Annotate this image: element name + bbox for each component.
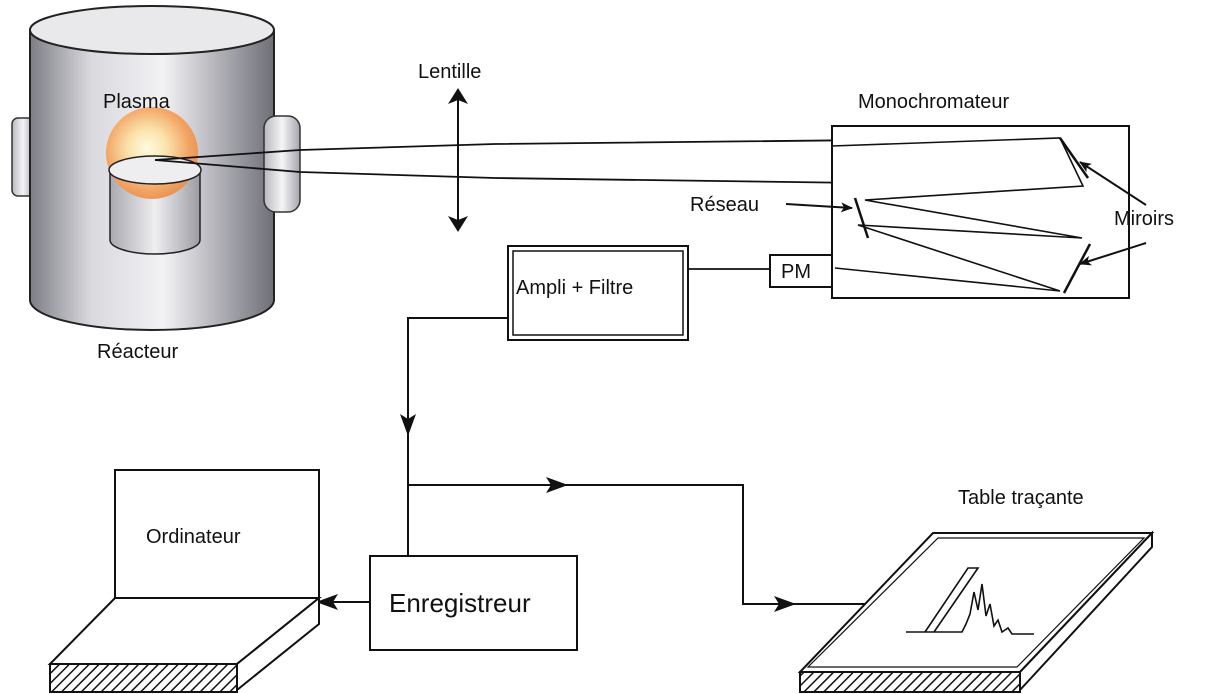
recorder-label: Enregistreur [389, 588, 531, 618]
plasma-label: Plasma [103, 91, 171, 113]
plotter-label: Table traçante [958, 487, 1084, 509]
inner-cylinder-top [108, 155, 202, 185]
amplifier-label: Ampli + Filtre [516, 277, 633, 299]
plotter-table: Table traçante [797, 487, 1155, 693]
reactor-top [29, 5, 275, 55]
computer-base-front [49, 663, 238, 693]
grating-label: Réseau [690, 194, 759, 216]
lens-label: Lentille [418, 61, 481, 83]
plotter-front [799, 671, 1021, 693]
reactor-label: Réacteur [97, 341, 178, 363]
pm-label: PM [781, 261, 811, 283]
monochromator-box [831, 125, 1130, 299]
mirrors-label: Miroirs [1114, 208, 1174, 230]
monochromator-label: Monochromateur [858, 91, 1010, 113]
lens: Lentille [418, 61, 481, 232]
monochromator: Monochromateur PM [769, 91, 1130, 299]
optical-path [154, 137, 1084, 187]
signal-lines [400, 317, 865, 612]
computer-screen [114, 469, 320, 599]
reactor: Plasma Réacteur [11, 5, 301, 363]
amplifier-filter: Ampli + Filtre [507, 245, 689, 341]
computer-label: Ordinateur [146, 526, 241, 548]
recorder-box [369, 555, 578, 651]
computer: Ordinateur [47, 469, 322, 693]
amplifier-box-outer [507, 245, 689, 341]
recorder: Enregistreur [369, 555, 578, 651]
pm-box [769, 254, 833, 288]
amplifier-box-inner [512, 250, 684, 336]
reactor-right-port [263, 115, 301, 213]
plasma-glow [106, 107, 198, 199]
